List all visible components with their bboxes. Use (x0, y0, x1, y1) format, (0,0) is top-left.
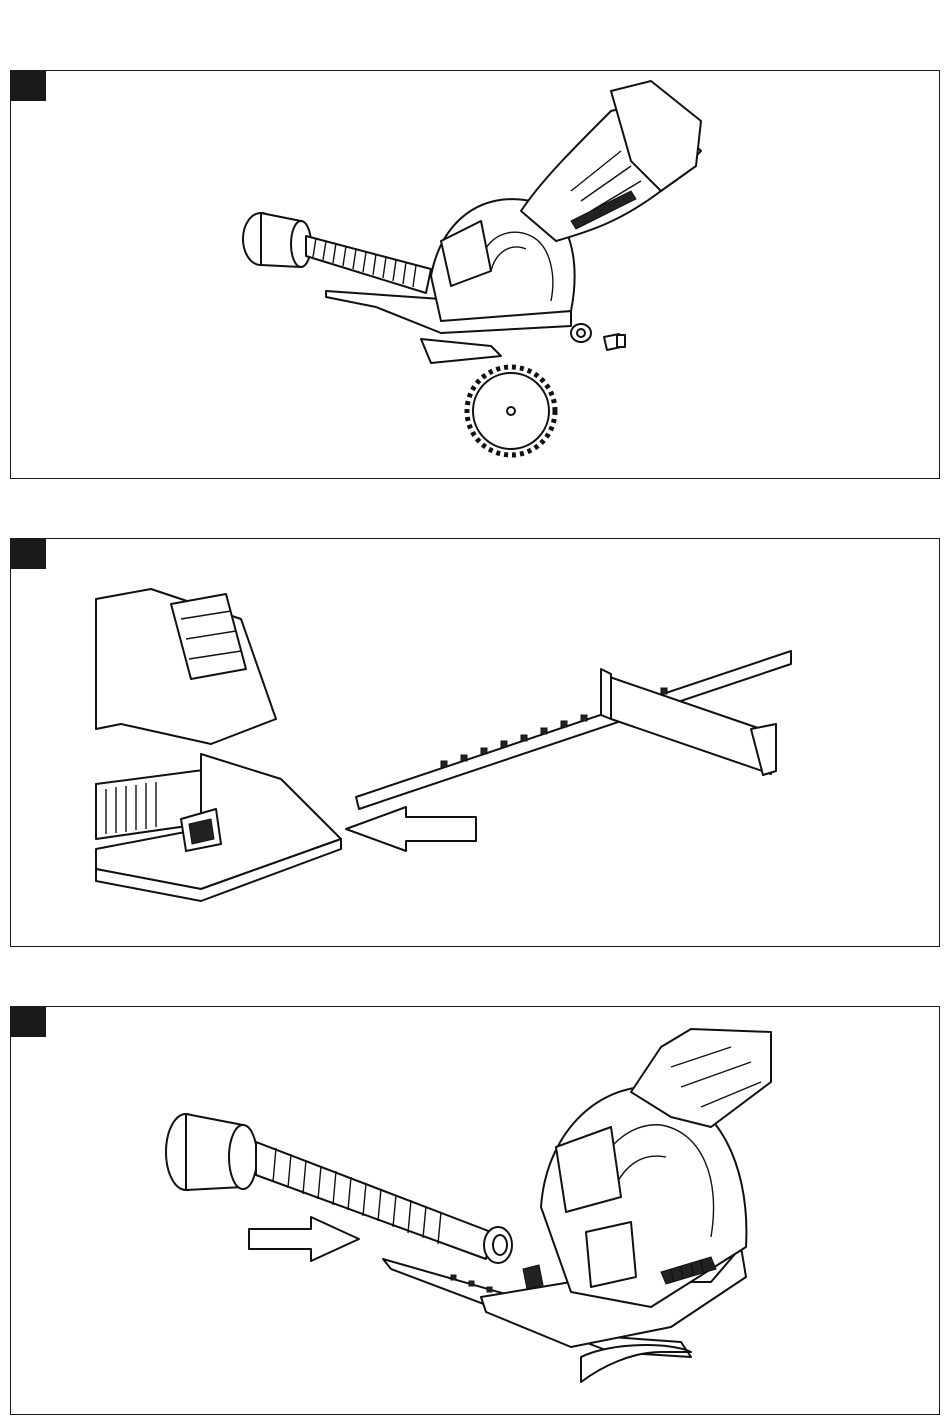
bolt-icon (604, 334, 625, 350)
insert-arrow-icon (346, 807, 476, 851)
insert-arrow-icon (249, 1217, 359, 1261)
figure-panel-3 (10, 1006, 940, 1415)
washer-icon (571, 324, 591, 342)
saw-body-icon (11, 1007, 940, 1415)
parallel-guide-icon (11, 539, 940, 947)
saw-blade-icon (467, 367, 555, 455)
figure-panel-1 (10, 70, 940, 479)
saw-exploded-view-icon (11, 71, 940, 479)
figure-panel-2 (10, 538, 940, 947)
dust-hose-icon (243, 213, 431, 293)
